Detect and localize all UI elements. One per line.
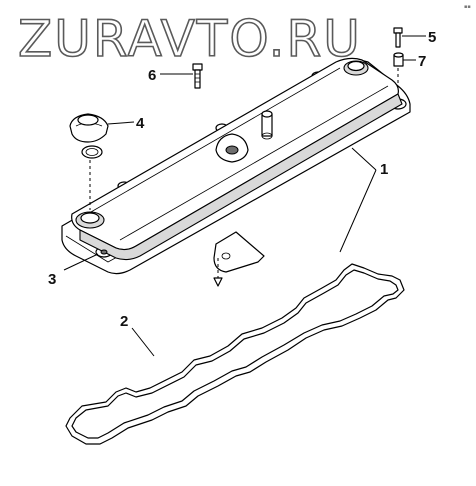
rear-cap-top <box>347 60 365 72</box>
leader-4 <box>107 121 135 125</box>
callout-5: 5 <box>428 29 436 46</box>
oil-filler-seal-inner <box>85 148 99 156</box>
valve-cover-side-wall <box>79 93 403 261</box>
callout-7: 7 <box>418 53 426 70</box>
cover-bolt-6 <box>192 63 203 89</box>
valve-cover-top-ridge <box>83 67 389 241</box>
bracket-screw <box>213 277 223 287</box>
gasket-outer <box>65 263 405 445</box>
front-corner-stud <box>100 249 108 255</box>
watermark-text: ZURAVTO.RU <box>18 10 362 68</box>
cover-post <box>261 110 273 140</box>
leader-2 <box>131 327 155 357</box>
oil-filler-opening <box>80 212 100 224</box>
callout-3: 3 <box>48 271 56 288</box>
callout-6: 6 <box>148 67 156 84</box>
oil-filler-seal-ring <box>81 145 103 159</box>
callout-2: 2 <box>120 313 128 330</box>
side-bracket-plate <box>213 231 265 273</box>
callout-1: 1 <box>380 161 388 178</box>
valve-cover <box>61 57 411 275</box>
cover-bolt-5 <box>393 27 403 48</box>
cover-sleeve-7 <box>393 52 404 67</box>
valve-cover-gasket <box>65 263 405 445</box>
corner-mark: ▪▪ <box>464 4 471 10</box>
leader-3 <box>63 253 99 271</box>
oil-filler-cap <box>69 113 109 143</box>
leader-1 <box>339 147 377 253</box>
gasket-inner <box>71 269 399 439</box>
breather-port <box>225 145 239 155</box>
callout-4: 4 <box>136 115 145 132</box>
